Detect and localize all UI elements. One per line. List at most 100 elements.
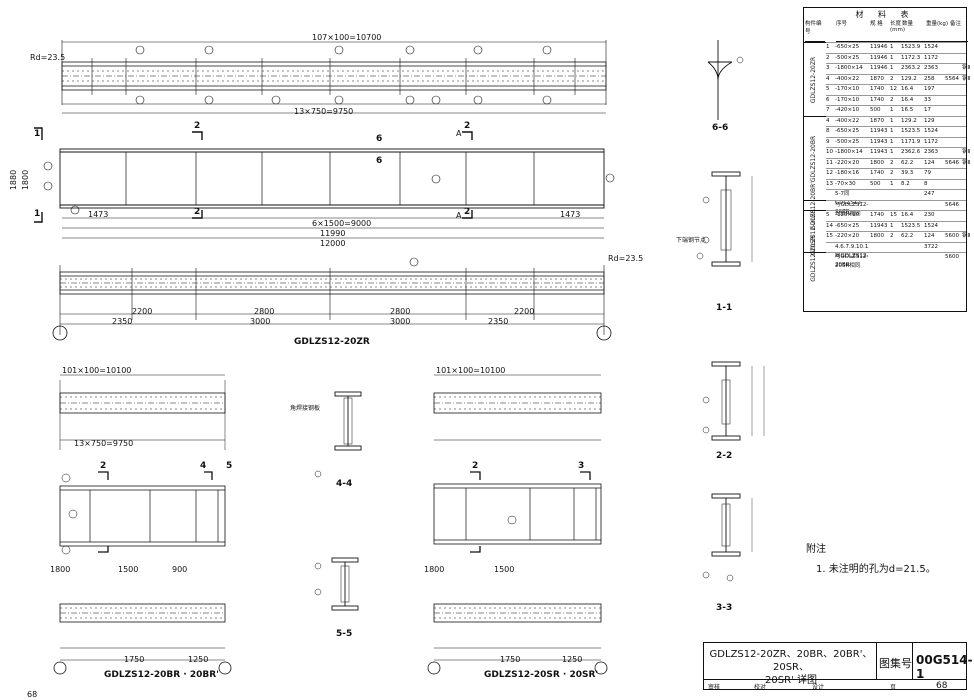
materials-cell-len: 1800 — [870, 233, 884, 239]
materials-cell-len: 11943 — [870, 222, 888, 229]
materials-cell-w2: 197 — [924, 86, 935, 92]
materials-cell-total: 5600 — [945, 254, 959, 260]
materials-cell-w1: 1523.5 — [901, 222, 921, 229]
materials-cell-no: 1 — [826, 44, 830, 50]
materials-group-label: GDLZS12-20ZR — [810, 56, 817, 103]
materials-cell-len: 1740 — [870, 170, 884, 176]
materials-cell-qty: 1 — [890, 44, 894, 50]
materials-cell-spec: 4.6.7.9.10.13同GDLZS12-20BR — [835, 243, 869, 268]
materials-cell-qty: 1 — [890, 107, 894, 113]
materials-cell-spec: -500×25 — [835, 138, 860, 145]
materials-cell-spec: -420×10 — [835, 107, 860, 113]
cut-mark-6-top: 6 — [376, 134, 383, 144]
materials-cell-w2: 124 — [924, 159, 935, 166]
materials-header-cell: 数量 — [902, 19, 926, 42]
materials-cell-w1: 16.4 — [901, 212, 914, 218]
dim-mid-span: 6×1500=9000 — [312, 219, 372, 228]
materials-cell-spec: -1800×14 — [835, 149, 863, 155]
materials-cell-w1: 2362.6 — [901, 149, 921, 155]
materials-cell-no: 5 — [826, 86, 830, 92]
cut-mark-2-right-sub: 2 — [472, 461, 479, 471]
dim-l-b3: 900 — [172, 565, 188, 574]
dim-h2: 1880 — [9, 169, 19, 191]
materials-cell-total: 5600 — [945, 233, 959, 239]
materials-cell-qty: 2 — [890, 75, 894, 82]
materials-cell-no: 10 — [826, 149, 833, 155]
materials-cell-len: 11943 — [870, 128, 888, 134]
materials-cell-no: 2 — [826, 54, 830, 61]
materials-cell-w1: 1172.3 — [901, 54, 921, 61]
materials-cell-w2: 230 — [924, 212, 935, 218]
materials-cell-w2: 1524 — [924, 222, 938, 229]
materials-cell-w2: 79 — [924, 170, 931, 176]
materials-cell-spec: -220×20 — [835, 233, 860, 239]
materials-cell-no: 9 — [826, 138, 830, 145]
materials-cell-no: 4 — [826, 117, 830, 124]
materials-cell-spec: -70×30 — [835, 180, 856, 187]
cut-mark-4-left: 4 — [200, 461, 207, 471]
notes-heading: 附注 — [806, 544, 826, 555]
materials-cell-w2: 1172 — [924, 54, 938, 61]
materials-cell-w1: 62.2 — [901, 233, 914, 239]
materials-cell-w1: 16.4 — [901, 96, 914, 103]
materials-cell-spec: -650×25 — [835, 222, 860, 229]
materials-cell-len: 11943 — [870, 138, 888, 145]
page-number: 68 — [27, 690, 38, 699]
materials-cell-w1: 16.5 — [901, 107, 914, 113]
title-block: GDLZS12-20ZR、20BR、20BR'、20SR、 20SR' 详图 图… — [703, 642, 973, 691]
materials-cell-spec: -650×25 — [835, 44, 860, 50]
materials-cell-no: 13 — [826, 180, 833, 187]
title-block-title: GDLZS12-20ZR、20BR、20BR'、20SR、 20SR' 详图 — [706, 648, 876, 687]
materials-cell-w1: 1523.5 — [901, 128, 921, 134]
section-4-4 — [314, 391, 362, 478]
materials-cell-w2: 124 — [924, 233, 935, 239]
materials-cell-total: 5646 — [945, 201, 959, 208]
main-elevation — [34, 127, 615, 239]
materials-cell-len: 11946 — [870, 65, 888, 71]
main-top-plan — [61, 40, 607, 114]
materials-group: GDLZS12-20SR — [804, 209, 826, 255]
materials-header-cell: 序号 — [836, 19, 870, 42]
left-subdrawing — [53, 374, 232, 675]
mark-a-bottom: A — [456, 211, 462, 220]
materials-header-cell: 长度(mm) — [890, 19, 905, 42]
main-bottom-plan — [52, 257, 612, 341]
cut-mark-1-bottom: 1 — [34, 209, 41, 219]
materials-cell-w2: 3722 — [924, 243, 938, 250]
dim-seg-a-2: 2350 — [488, 317, 509, 326]
materials-cell-w2: 1524 — [924, 128, 938, 134]
materials-cell-no: 6 — [826, 96, 830, 103]
atlas-number: 00G514-1 — [916, 653, 973, 681]
materials-cell-w1: 8.2 — [901, 180, 910, 187]
mark-a-top: A — [456, 129, 462, 138]
materials-cell-w2: 33 — [924, 96, 931, 103]
cut-mark-2-right-top: 2 — [464, 121, 471, 131]
weld-note-label: 角焊接钢板 — [290, 405, 321, 412]
dim-l-b4: 1750 — [124, 655, 145, 664]
check-label: 校对 — [754, 684, 767, 691]
materials-cell-w2: 2363 — [924, 65, 938, 71]
materials-cell-w1: 129.2 — [901, 75, 917, 82]
dim-rd-2: Rd=23.5 — [608, 254, 644, 263]
materials-cell-rem: 钢Ⅱ — [962, 233, 971, 239]
materials-cell-qty: 1 — [890, 149, 894, 155]
dim-l-b2: 1500 — [118, 565, 139, 574]
cut-mark-3-right: 3 — [578, 461, 585, 471]
materials-cell-w1: 39.3 — [901, 170, 914, 176]
dim-r-b4: 1250 — [562, 655, 583, 664]
dim-end-a-right: 1473 — [560, 210, 581, 219]
dim-h1: 1800 — [21, 169, 31, 191]
atlas-label: 图集号 — [879, 657, 912, 670]
section-3-3 — [702, 493, 753, 582]
materials-cell-total: 5564 — [945, 75, 959, 82]
materials-cell-spec: 与GDLZS12-20BR相同 — [835, 201, 869, 217]
materials-cell-qty: 1 — [890, 117, 894, 124]
dim-seg-c-1: 2200 — [132, 307, 153, 316]
